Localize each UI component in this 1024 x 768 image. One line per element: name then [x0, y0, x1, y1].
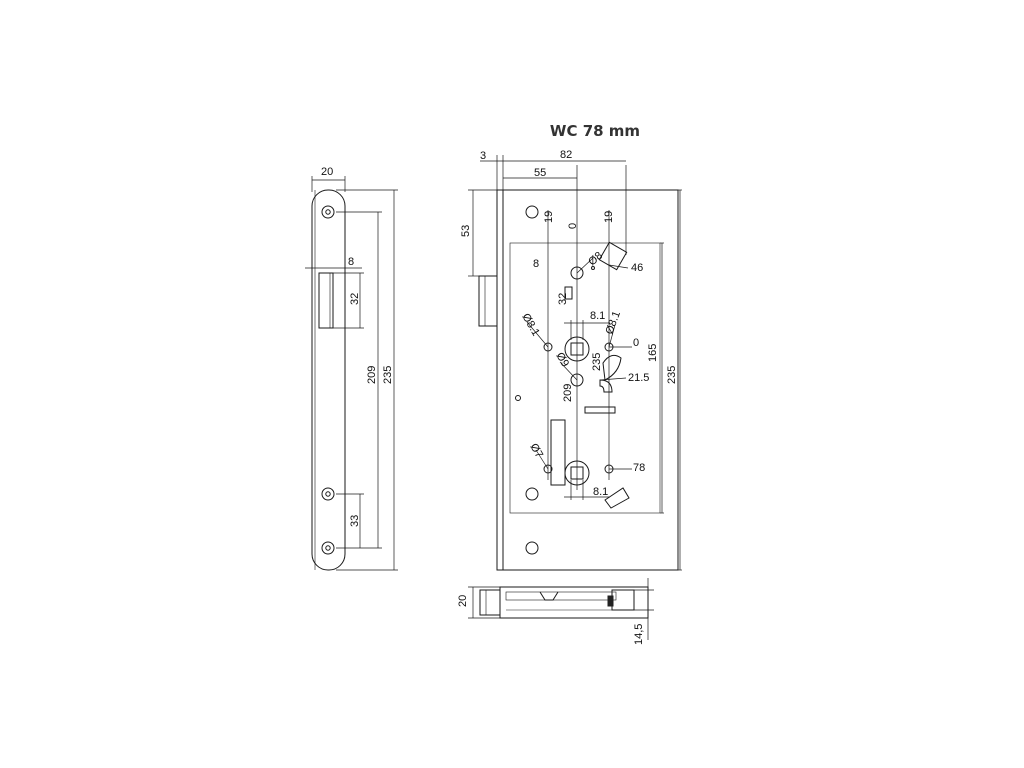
faceplate-height-label: 235 — [382, 366, 394, 384]
right-78-label: 78 — [633, 462, 645, 474]
right-165-label: 165 — [647, 344, 659, 362]
spacing-dimension-label: 82 — [560, 149, 572, 161]
column-right-19-label: 19 — [603, 211, 615, 223]
label-32: 32 — [557, 293, 569, 305]
latch-height-label: 32 — [349, 293, 361, 305]
side-thickness-label: 20 — [457, 595, 469, 607]
right-46-label: 46 — [631, 262, 643, 274]
label-8: 8 — [533, 258, 539, 270]
right-215-label: 21.5 — [628, 372, 649, 384]
faceplate — [305, 176, 398, 571]
edge-dimension-label: 3 — [480, 150, 486, 162]
inner-235-label: 235 — [591, 353, 603, 371]
latch-offset-label: 8 — [348, 256, 354, 268]
screw-spacing-label: 209 — [366, 366, 378, 384]
side-depth-label: 14,5 — [633, 624, 645, 645]
side-view — [468, 578, 654, 640]
right-0-label: 0 — [633, 337, 639, 349]
label-209: 209 — [562, 384, 574, 402]
column-left-19-label: 19 — [543, 211, 555, 223]
faceplate-width-label: 20 — [321, 166, 333, 178]
column-zero-label: 0 — [567, 223, 579, 229]
square-81-top-label: 8.1 — [590, 310, 605, 322]
backset-dimension-label: 55 — [534, 167, 546, 179]
square-81-bottom-label: 8.1 — [593, 486, 608, 498]
body-height-label: 235 — [666, 366, 678, 384]
diagram-title: WC 78 mm — [549, 122, 641, 140]
top-offset-label: 53 — [460, 225, 472, 237]
lock-body — [468, 155, 682, 571]
lower-spacing-label: 33 — [349, 515, 361, 527]
